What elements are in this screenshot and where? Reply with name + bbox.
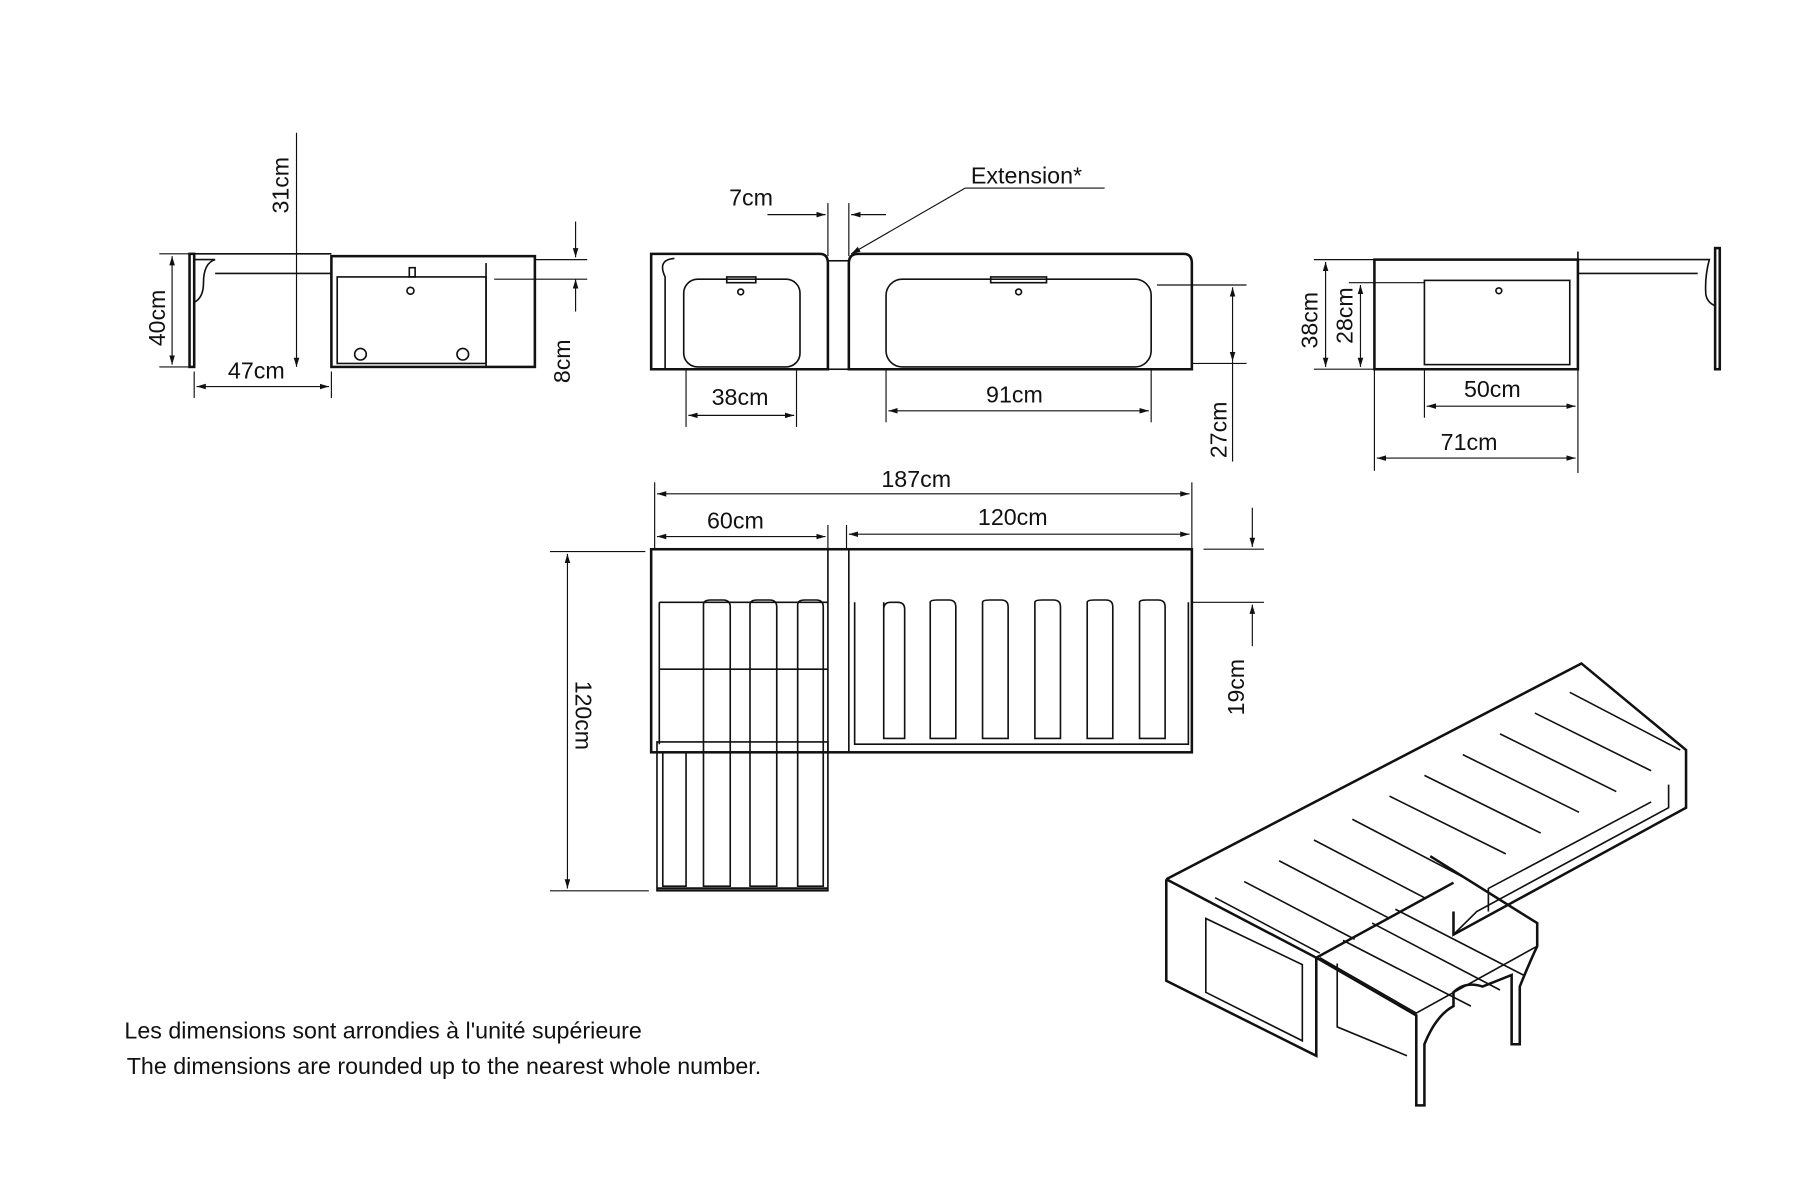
side-view-left: 31cm 40cm 47cm 8cm — [144, 132, 588, 399]
dim-7cm: 7cm — [729, 184, 773, 210]
side-view-right: 38cm 28cm 50cm 71cm — [1296, 246, 1722, 474]
isometric-view — [1165, 661, 1688, 1107]
note-english: The dimensions are rounded up to the nea… — [127, 1053, 761, 1079]
dim-38cm-height: 38cm — [1296, 292, 1322, 348]
dim-27cm: 27cm — [1206, 402, 1232, 458]
dim-187cm: 187cm — [881, 466, 951, 492]
dim-47cm: 47cm — [228, 358, 285, 384]
dim-120cm-length: 120cm — [978, 504, 1048, 530]
dim-38cm: 38cm — [712, 384, 769, 410]
dim-50cm: 50cm — [1464, 376, 1521, 402]
dim-19cm: 19cm — [1223, 659, 1249, 715]
dim-28cm: 28cm — [1331, 287, 1357, 343]
note-french: Les dimensions sont arrondies à l'unité … — [124, 1018, 641, 1044]
top-view: 187cm 60cm 120cm 120cm 19cm — [550, 466, 1264, 892]
dim-91cm: 91cm — [986, 382, 1043, 408]
dim-60cm: 60cm — [707, 508, 764, 534]
dim-31cm: 31cm — [267, 157, 293, 213]
dim-120cm-width: 120cm — [571, 681, 597, 750]
front-view: 7cm Extension* 38cm 91cm 27cm — [649, 163, 1247, 462]
dim-71cm: 71cm — [1441, 429, 1498, 455]
extension-label: Extension* — [971, 163, 1082, 189]
dim-40cm: 40cm — [144, 290, 170, 346]
dim-8cm: 8cm — [549, 339, 575, 383]
